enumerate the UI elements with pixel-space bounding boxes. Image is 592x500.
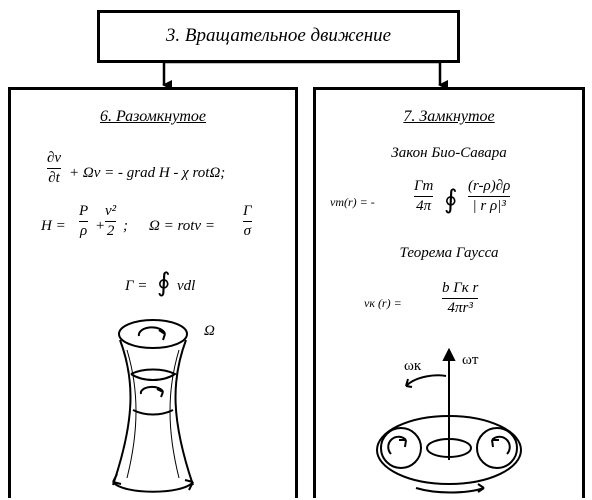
eq2-f1-num: P — [79, 203, 89, 219]
law2-frac: b Γк r 4πr³ — [442, 280, 479, 317]
eq1-fraction: ∂v ∂t — [47, 150, 62, 187]
law2-lhs: vк (r) = — [364, 296, 402, 310]
eq2-frac-gamma-sigma: Γ σ — [243, 203, 252, 240]
law1-f1-num: Γт — [414, 178, 434, 194]
right-box-closed: 7. Замкнутое Закон Био-Савара vт(r) = - … — [313, 87, 585, 498]
eq2-f1-den: ρ — [79, 223, 88, 239]
omega-t-label: ωт — [462, 352, 479, 368]
eq2-frac-p-rho: P ρ — [79, 203, 89, 240]
law1-f1-den: 4π — [416, 198, 432, 214]
eq3-integral: ∮ — [157, 268, 171, 297]
eq2-f3-num: Γ — [243, 203, 252, 219]
eq2-f2-den: 2 — [106, 223, 115, 239]
law2-title: Теорема Гаусса — [399, 245, 499, 261]
eq3-lhs: Γ = — [125, 278, 148, 294]
law1-frac-kernel: (r-ρ)∂ρ | r ρ|³ — [468, 178, 511, 215]
left-heading: 6. Разомкнутое — [100, 108, 206, 125]
eq3-rhs: vdl — [177, 278, 196, 294]
right-heading: 7. Замкнутое — [403, 108, 495, 125]
left-box-open: 6. Разомкнутое ∂v ∂t + Ωv = - grad H - χ… — [8, 87, 298, 498]
eq1-den: ∂t — [48, 170, 60, 186]
eq2-mid: Ω = rotv = — [149, 218, 215, 234]
law1-title: Закон Био-Савара — [391, 145, 507, 161]
open-vortex-figure — [112, 319, 194, 493]
eq2-plus: + — [95, 218, 106, 234]
eq1-num: ∂v — [47, 150, 62, 166]
law2-num: b Γк r — [442, 280, 479, 296]
omega-k-label: ωк — [404, 358, 422, 374]
omega-label: Ω — [204, 323, 215, 339]
eq2-semi: ; — [123, 218, 128, 234]
top-title: 3. Вращательное движение — [165, 25, 392, 46]
law2-den: 4πr³ — [447, 300, 473, 316]
law1-f2-num: (r-ρ)∂ρ — [468, 178, 511, 194]
law1-integral: ∮ — [444, 185, 458, 214]
law1-lhs: vт(r) = - — [330, 195, 375, 209]
closed-vortex-torus-figure — [376, 348, 522, 494]
eq2-frac-v2: v² 2 — [105, 203, 117, 240]
law1-f2-den: | r ρ|³ — [472, 198, 506, 214]
eq2-f3-den: σ — [243, 223, 251, 239]
law1-frac-gamma: Γт 4π — [414, 178, 434, 215]
eq2-f2-num: v² — [105, 203, 117, 219]
eq2-lhs: H = — [41, 218, 66, 234]
top-box: 3. Вращательное движение — [97, 10, 460, 63]
eq1-rest: + Ωv = - grad H - χ rotΩ; — [69, 165, 226, 181]
